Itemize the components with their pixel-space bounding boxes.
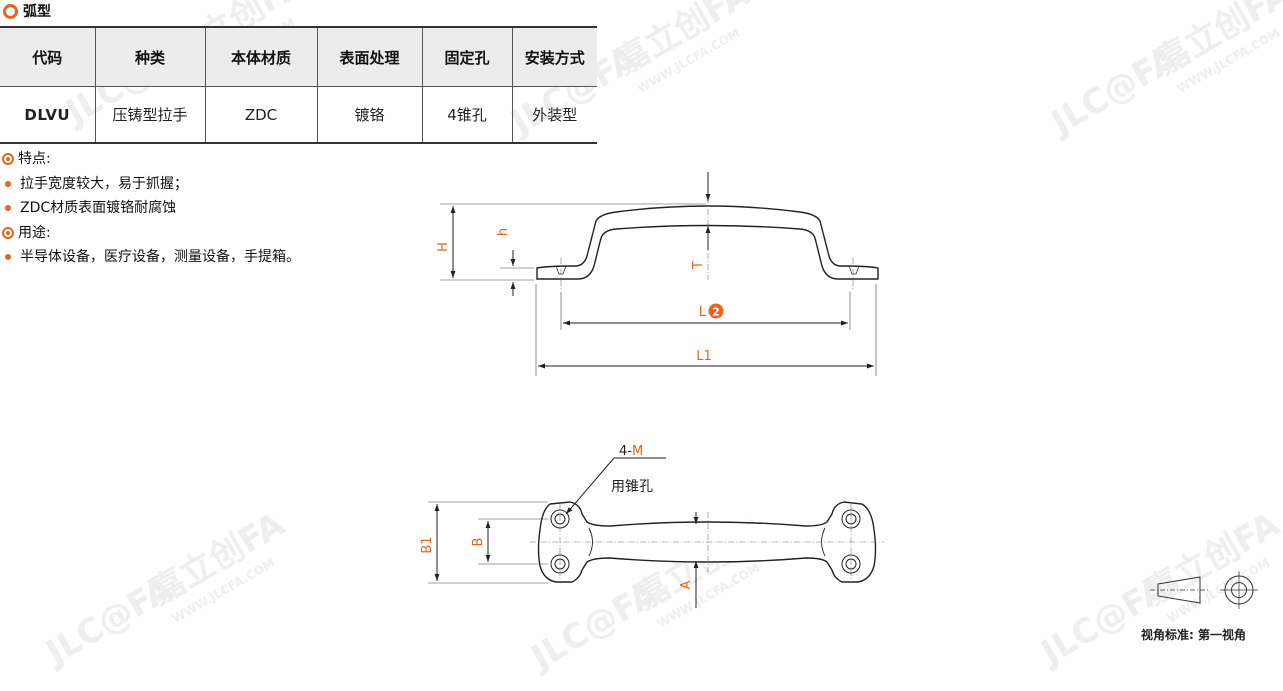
handle-side-outline (536, 205, 879, 280)
first-angle-projection-icon (1150, 571, 1258, 609)
table-cell: 4锥孔 (422, 86, 513, 143)
list-item: ZDC材质表面镀铬耐腐蚀 (2, 196, 300, 221)
dot-bullet-icon (5, 254, 11, 261)
feature-text: 拉手宽度较大，易于抓握； (20, 175, 188, 192)
section-title-text: 弧型 (23, 4, 51, 20)
dim-label-A: A (679, 580, 694, 589)
table-cell: 镀铬 (317, 86, 423, 143)
usage-heading: 用途: (2, 221, 300, 246)
dim-label-T: T (691, 261, 706, 270)
dim-label-L1: L1 (696, 349, 712, 364)
table-header: 种类 (95, 27, 206, 87)
table-header: 代码 (0, 27, 96, 87)
table-cell: ZDC (205, 86, 318, 143)
table-header: 安装方式 (512, 27, 597, 87)
table-header: 表面处理 (317, 27, 423, 87)
table-cell-code: DLVU (0, 86, 96, 143)
hole-callout-prefix: 4- (619, 444, 632, 459)
section-title: 弧型 (3, 2, 51, 20)
dim-label-H: H (436, 242, 451, 252)
spec-table: 代码 种类 本体材质 表面处理 固定孔 安装方式 DLVU 压铸型拉手 ZDC … (0, 26, 597, 144)
dim-label-h: h (496, 228, 511, 236)
usage-text: 半导体设备，医疗设备，测量设备，手提箱。 (20, 249, 300, 265)
target-bullet-icon (2, 153, 14, 166)
hole-callout: 4-M (619, 444, 643, 459)
dim-label-B: B (471, 538, 486, 547)
usage-title: 用途: (18, 224, 51, 241)
badge-2-icon: 2 (708, 303, 724, 319)
hole-note: 用锥孔 (611, 479, 653, 495)
dot-bullet-icon (5, 205, 11, 212)
table-cell: 压铸型拉手 (95, 86, 206, 143)
features-title: 特点: (18, 151, 51, 167)
features-heading: 特点: (2, 147, 300, 172)
dot-bullet-icon (5, 180, 11, 187)
list-item: 拉手宽度较大，易于抓握； (2, 172, 300, 197)
badge-number: 2 (712, 306, 720, 319)
notes-block: 特点: 拉手宽度较大，易于抓握； ZDC材质表面镀铬耐腐蚀 用途: 半导体设备，… (2, 147, 300, 270)
projection-label: 视角标准: 第一视角 (1141, 628, 1246, 642)
hole-callout-var: M (632, 444, 643, 459)
table-header: 本体材质 (205, 27, 318, 87)
table-header-row: 代码 种类 本体材质 表面处理 固定孔 安装方式 (0, 27, 597, 87)
list-item: 半导体设备，医疗设备，测量设备，手提箱。 (2, 245, 300, 270)
dim-label-B1: B1 (420, 536, 435, 553)
feature-text: ZDC材质表面镀铬耐腐蚀 (20, 200, 177, 216)
target-bullet-icon (2, 226, 14, 239)
table-row: DLVU 压铸型拉手 ZDC 镀铬 4锥孔 外装型 (0, 86, 597, 143)
table-header: 固定孔 (422, 27, 513, 87)
table-cell: 外装型 (532, 106, 578, 124)
circle-bullet-icon (3, 3, 18, 19)
dim-label-L: L (699, 305, 707, 320)
